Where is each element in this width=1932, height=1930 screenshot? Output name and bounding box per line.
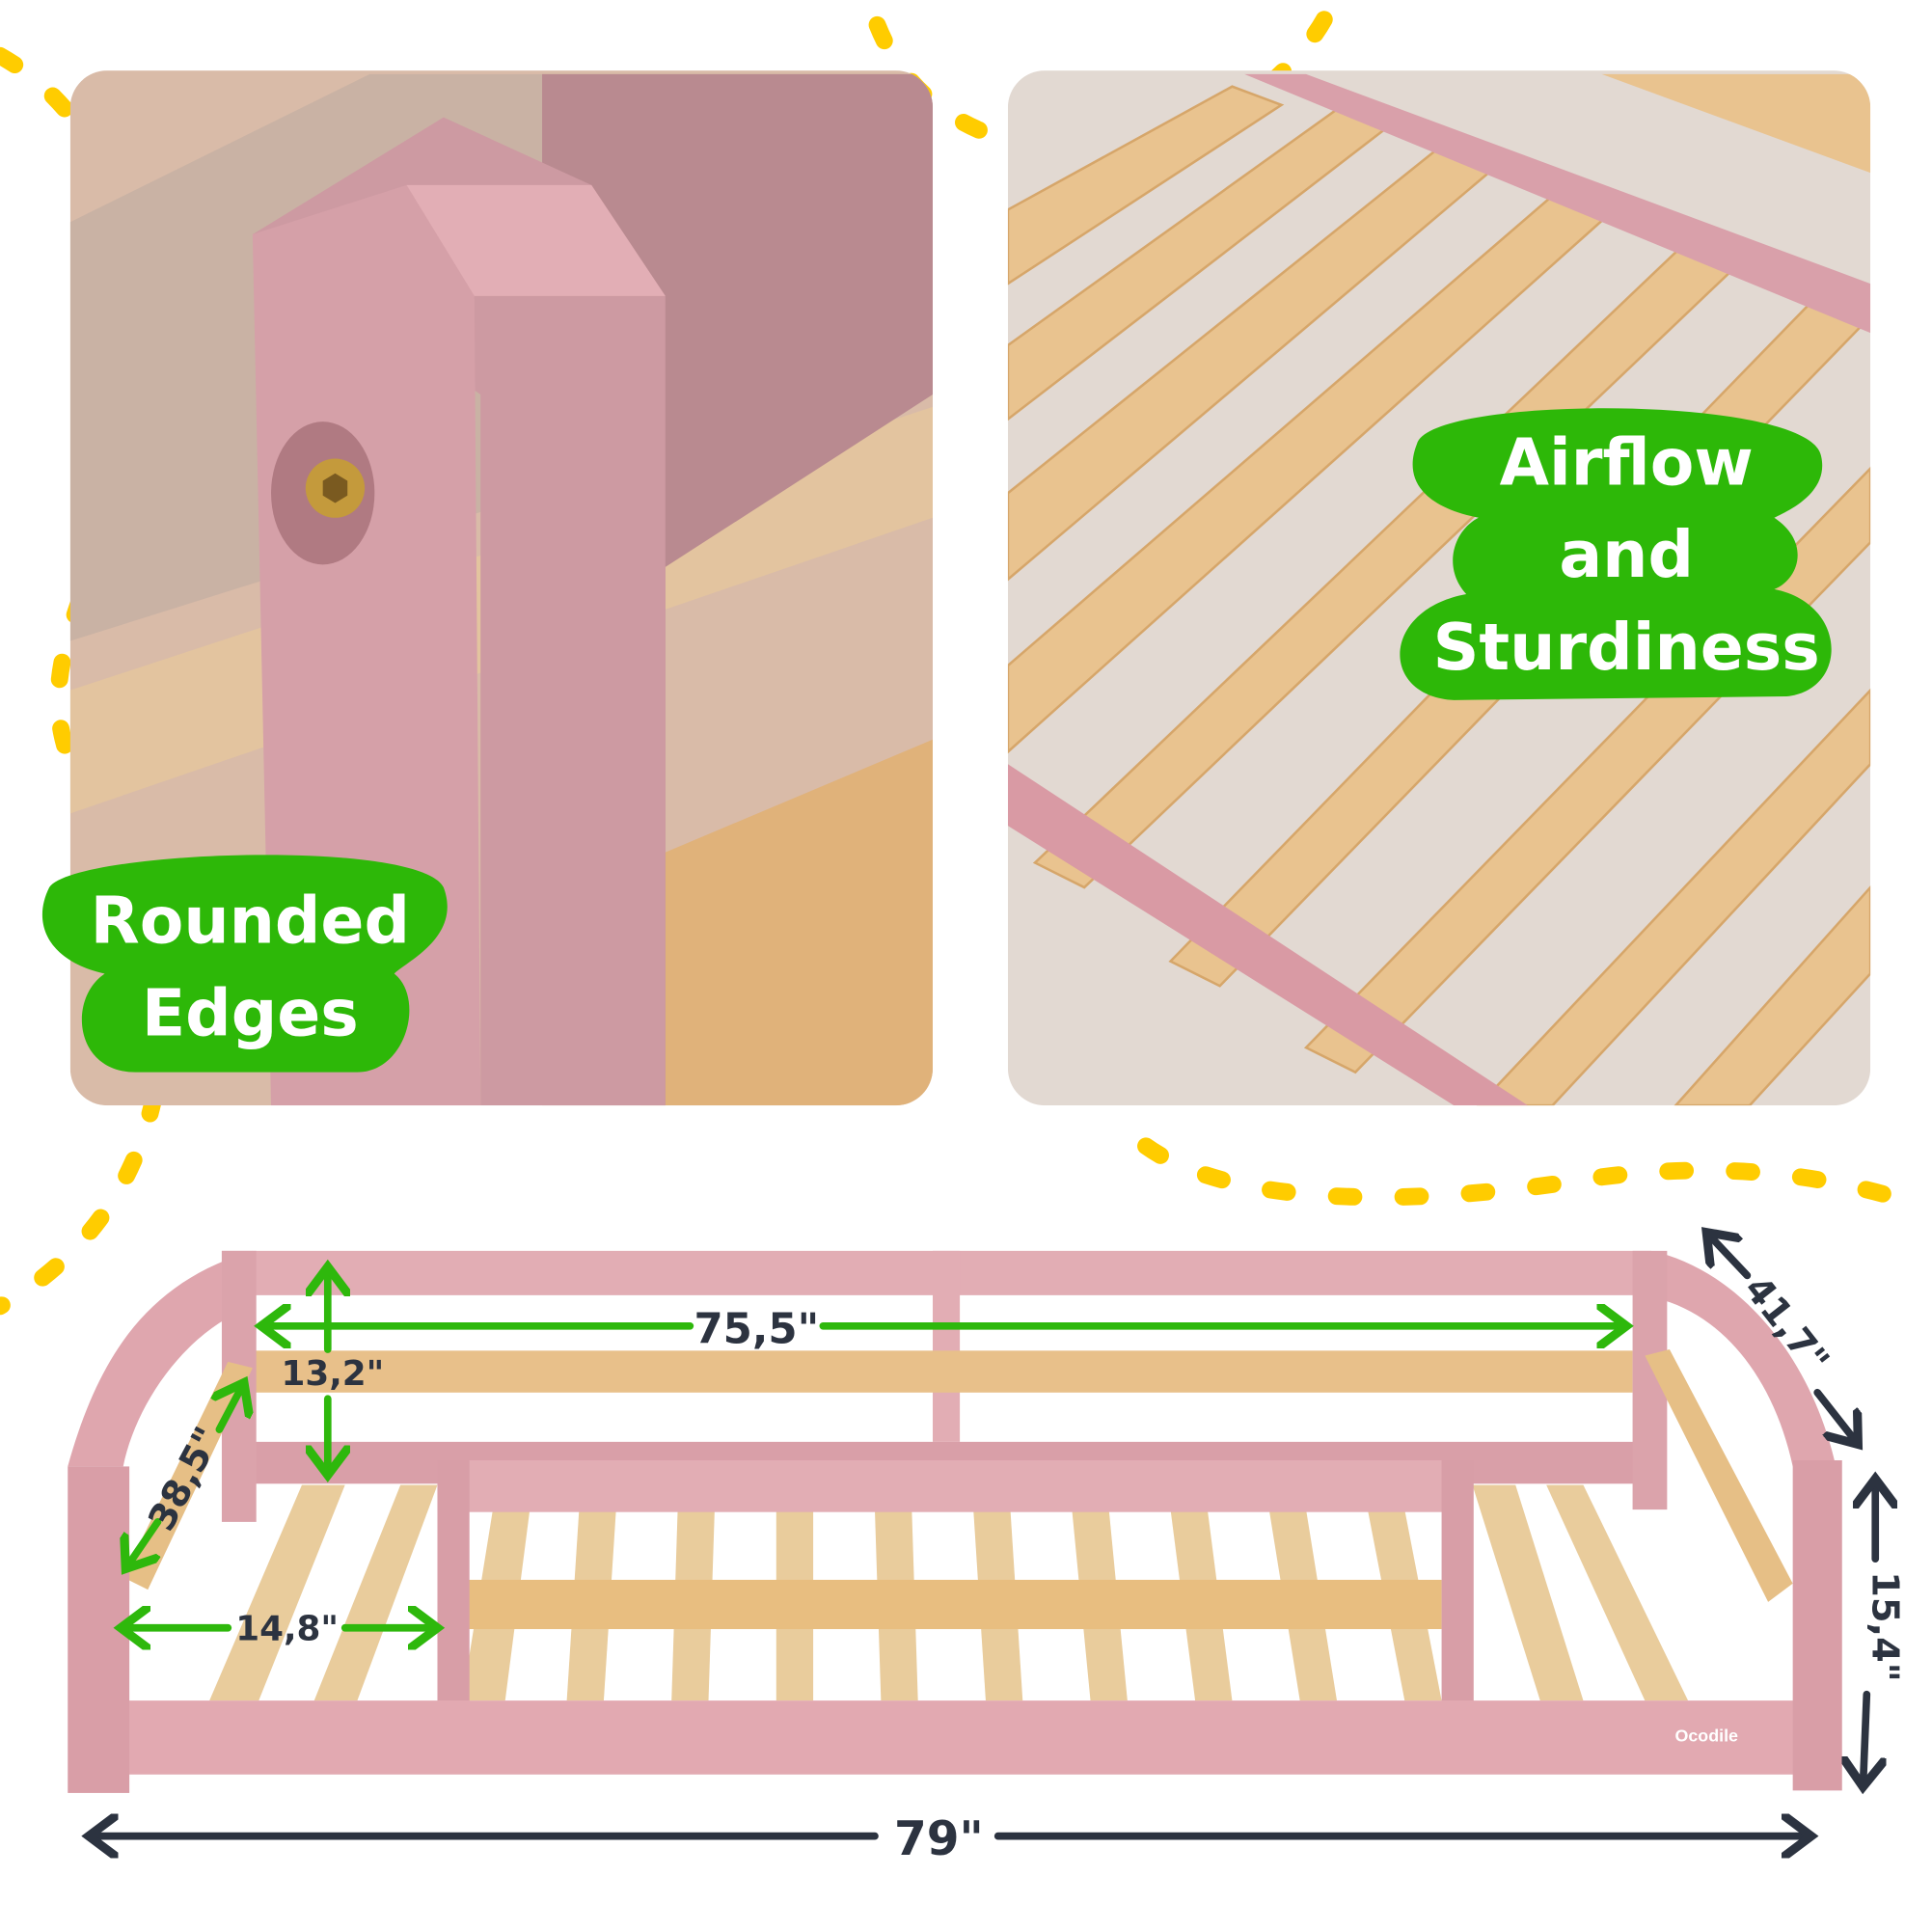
brand-logo: Ocodile — [1674, 1726, 1738, 1745]
airflow-badge: Airflow and Sturdiness — [1400, 408, 1832, 700]
inner-width-label: 38,5" — [140, 1420, 230, 1537]
bed-illustration: Ocodile — [68, 1250, 1842, 1793]
rounded-edges-badge: Rounded Edges — [41, 855, 448, 1073]
inner-length-label: 75,5" — [694, 1306, 819, 1354]
badge-label-line3: Sturdiness — [1433, 610, 1820, 685]
total-length-label: 79" — [894, 1812, 984, 1866]
badge-label-line2: and — [1559, 517, 1694, 592]
badge-label-line1: Airflow — [1500, 424, 1754, 500]
opening-width-label: 14,8" — [235, 1610, 339, 1649]
rail-height-label: 13,2" — [281, 1354, 384, 1394]
dimension-annotations — [89, 1233, 1875, 1836]
badge-label-line1: Rounded — [91, 883, 410, 959]
badge-label-line2: Edges — [142, 975, 359, 1050]
total-height-label: 15,4" — [1864, 1571, 1907, 1682]
